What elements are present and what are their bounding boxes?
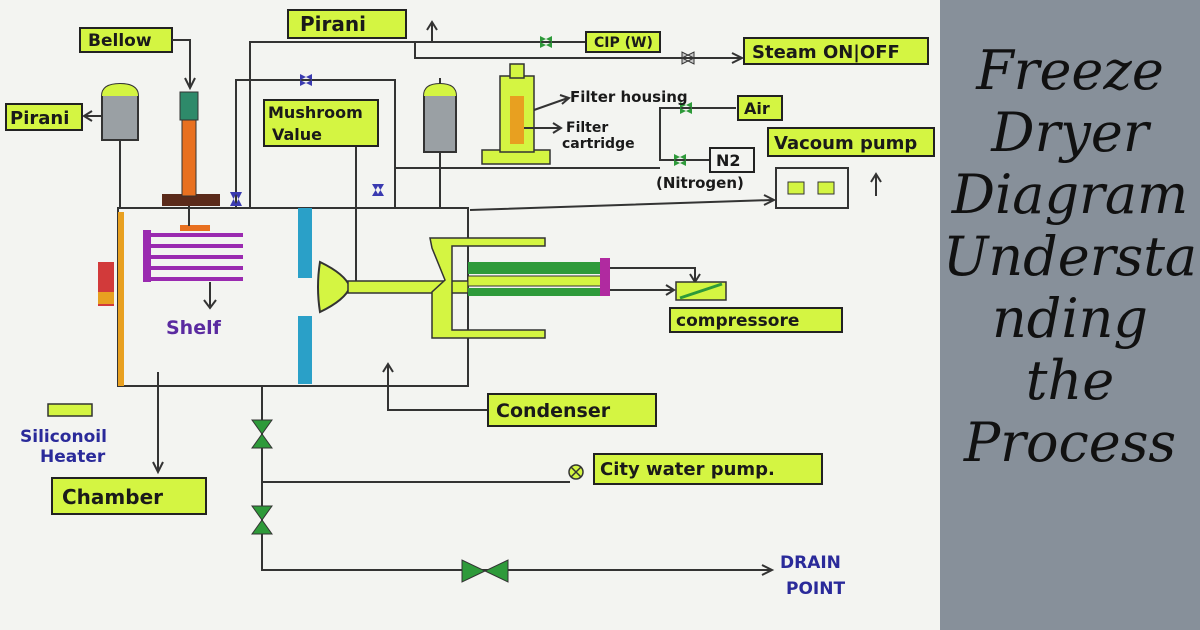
label-filter-cartridge-1: Filter <box>566 120 608 136</box>
pipe-vacuum <box>469 194 777 211</box>
valve-drain-2 <box>251 505 273 535</box>
isolation-plate-top <box>298 208 312 278</box>
valve-right-side <box>372 184 384 196</box>
valve-drain-3 <box>461 559 509 583</box>
compressor-hatch <box>679 282 723 300</box>
shelf-stack <box>143 233 243 281</box>
bellow-base <box>162 194 220 206</box>
label-box-n2 <box>709 147 755 173</box>
title-line: Dryer <box>991 101 1149 164</box>
filter-housing-pointer <box>533 94 571 111</box>
title-line: Freeze <box>976 39 1164 102</box>
condenser-tube-a <box>468 262 603 274</box>
isolation-plate-bottom <box>298 316 312 384</box>
label-nitrogen: (Nitrogen) <box>656 174 744 192</box>
city-water-valve-x <box>570 466 582 478</box>
label-drain-1: DRAIN <box>780 553 841 573</box>
valve-n2 <box>674 154 686 166</box>
filter-cartridge-core <box>510 96 524 144</box>
title-line: Understa <box>942 225 1198 288</box>
pipe-pirani-top <box>405 20 438 43</box>
label-steam: Steam ON|OFF <box>752 42 900 63</box>
label-mushroom-2: Value <box>272 125 322 144</box>
bellow-head <box>179 91 199 121</box>
pipe-air <box>659 107 736 150</box>
pipe-mushroom-outer <box>235 79 396 208</box>
condenser-endcap <box>600 258 610 296</box>
label-box-city-water <box>593 453 823 485</box>
label-bellow: Bellow <box>88 31 152 51</box>
label-filter-housing: Filter housing <box>570 88 688 106</box>
pirani-left-cap <box>102 84 138 96</box>
valve-left-side <box>230 192 242 206</box>
label-silicon-1: Siliconoil <box>20 427 107 447</box>
bellow-rod <box>181 117 197 197</box>
label-box-steam <box>743 37 929 65</box>
vacuum-pump-arrow <box>870 172 882 196</box>
label-silicon-2: Heater <box>40 447 106 467</box>
label-box-vacuum-pump <box>767 127 935 157</box>
chamber-wall-left <box>118 212 124 386</box>
valve-steam <box>680 51 696 65</box>
label-mushroom-1: Mushroom <box>268 103 363 122</box>
filter-cartridge-pointer <box>524 122 563 134</box>
vacuum-pump-window-b <box>817 181 835 195</box>
label-box-mushroom <box>263 99 379 147</box>
valve-air <box>680 102 692 114</box>
pirani-left-arrow <box>82 110 102 122</box>
title-line: Diagram <box>951 163 1189 226</box>
label-box-compressor <box>669 307 843 333</box>
condenser-tube-c <box>468 288 603 296</box>
title-line: Process <box>963 411 1177 474</box>
page-title: Freeze Dryer Diagram Understa nding the … <box>940 40 1200 474</box>
label-box-pirani-top <box>287 9 407 39</box>
label-box-air <box>737 95 783 121</box>
shelf-top-plate <box>180 225 210 231</box>
label-drain-2: POINT <box>786 579 845 599</box>
shelf-arrow <box>203 282 217 310</box>
label-compressor: compressore <box>676 311 799 331</box>
bellow-pointer <box>172 39 196 91</box>
chamber-pointer <box>152 372 164 475</box>
label-chamber: Chamber <box>62 485 163 509</box>
label-box-condenser <box>487 393 657 427</box>
condenser-to-compressor-line <box>610 267 701 284</box>
valve-mushroom-top <box>300 74 312 86</box>
label-vacuum-pump: Vacoum pump <box>774 133 917 154</box>
label-city-water: City water pump. <box>600 459 775 480</box>
condenser-tube-b <box>467 275 604 287</box>
label-box-cip <box>585 31 661 53</box>
pipe-top-loop <box>249 41 432 208</box>
shelf-bracket <box>143 230 151 282</box>
label-shelf: Shelf <box>166 317 222 339</box>
pirani-top-cap <box>424 84 456 96</box>
silicon-heater-bar <box>47 403 93 417</box>
label-filter-cartridge-2: cartridge <box>562 136 635 152</box>
mushroom-disc <box>317 260 352 314</box>
title-sidebar <box>940 0 1200 630</box>
label-box-pirani-left <box>5 103 83 131</box>
label-n2: N2 <box>716 151 741 170</box>
condenser-frame <box>429 237 546 339</box>
valve-drain-1 <box>251 419 273 449</box>
pipe-steam <box>414 42 745 64</box>
label-air: Air <box>744 99 770 118</box>
label-pirani-left: Pirani <box>10 108 69 129</box>
label-condenser: Condenser <box>496 400 611 422</box>
heater-block-bottom <box>98 292 114 304</box>
valve-cip <box>540 36 552 48</box>
condenser-return-line <box>610 284 676 296</box>
filter-housing-cap <box>509 63 525 79</box>
condenser-pointer <box>382 362 488 411</box>
label-pirani-top: Pirani <box>300 12 366 36</box>
title-line: nding the <box>992 287 1148 412</box>
freeze-dryer-diagram: Pirani CIP (W) Steam ON|OFF Bellow Piran… <box>5 9 935 599</box>
vacuum-pump-box <box>775 167 849 209</box>
vacuum-pump-window-a <box>787 181 805 195</box>
label-cip: CIP (W) <box>594 35 653 51</box>
label-box-chamber <box>51 477 207 515</box>
pipe-n2 <box>659 150 710 161</box>
